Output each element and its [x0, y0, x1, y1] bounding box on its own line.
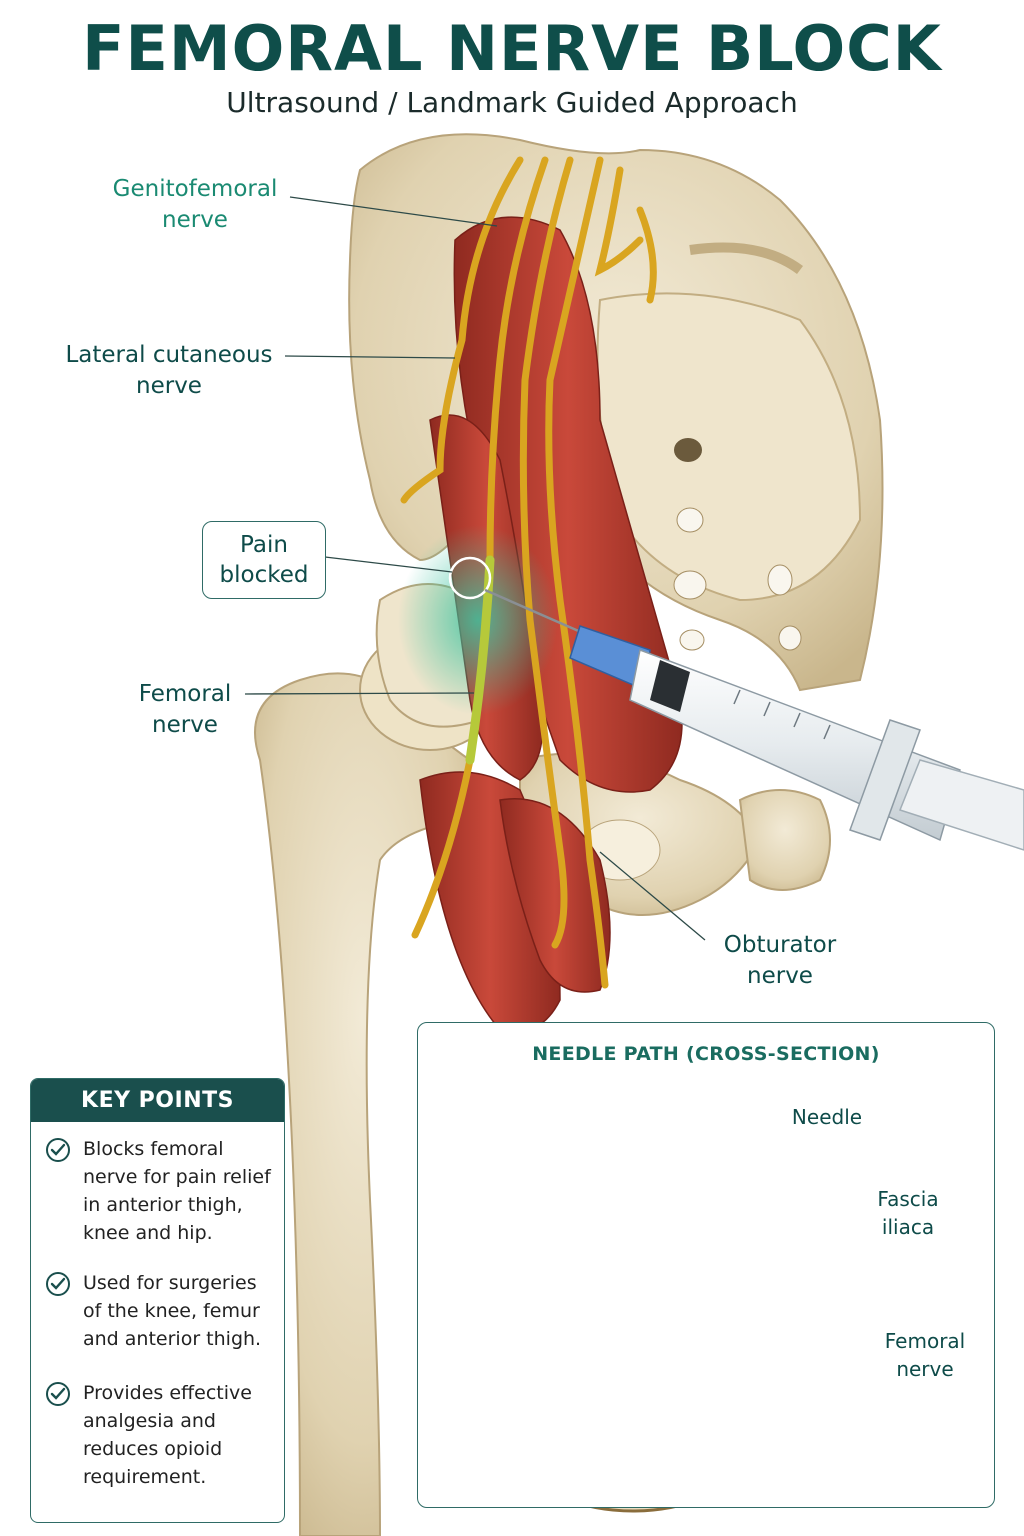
- key-points-panel: KEY POINTS Blocks femoral nerve for pain…: [30, 1078, 285, 1523]
- target-circle: [448, 556, 492, 600]
- label-line: nerve: [152, 712, 218, 738]
- label-line: Lateral cutaneous: [65, 342, 273, 368]
- needle-path-panel: NEEDLE PATH (CROSS-SECTION) Needle Fasci…: [417, 1022, 995, 1508]
- label-line: Femoral: [884, 1329, 966, 1353]
- key-point-text: Used for surgeries of the knee, femur an…: [83, 1272, 262, 1350]
- key-point-item: Provides effective analgesia and reduces…: [45, 1379, 277, 1491]
- page-subtitle: Ultrasound / Landmark Guided Approach: [226, 86, 798, 119]
- needle-path-title: NEEDLE PATH (CROSS-SECTION): [532, 1043, 880, 1065]
- label-line: Fascia: [877, 1187, 939, 1211]
- leader-lines: [244, 196, 706, 941]
- label-femoral-nerve: Femoral nerve: [120, 679, 250, 741]
- key-points-heading: KEY POINTS: [31, 1079, 284, 1122]
- label-lateral-cutaneous-nerve: Lateral cutaneous nerve: [54, 340, 284, 402]
- key-point-text: Provides effective analgesia and reduces…: [83, 1382, 252, 1488]
- page-title: FEMORAL NERVE BLOCK: [82, 12, 942, 85]
- pain-blocked-callout: Pain blocked: [202, 521, 326, 599]
- key-point-text: Blocks femoral nerve for pain relief in …: [83, 1138, 271, 1244]
- label-obturator-nerve: Obturator nerve: [710, 930, 850, 992]
- label-line: nerve: [896, 1357, 954, 1381]
- label-cs-femoral-nerve: Femoral nerve: [870, 1327, 980, 1383]
- label-line: Genitofemoral: [112, 176, 278, 202]
- label-line: nerve: [136, 373, 202, 399]
- label-line: Femoral: [138, 681, 232, 707]
- key-point-item: Blocks femoral nerve for pain relief in …: [45, 1135, 277, 1247]
- label-fascia-iliaca: Fascia iliaca: [858, 1185, 958, 1241]
- check-circle-icon: [46, 1382, 70, 1406]
- anesthetic-spread: [398, 525, 558, 715]
- label-line: iliaca: [881, 1215, 935, 1239]
- label-line: Obturator: [723, 932, 837, 958]
- pubic-symphysis: [738, 789, 831, 891]
- label-line: nerve: [162, 207, 228, 233]
- label-line: nerve: [747, 963, 813, 989]
- label-genitofemoral-nerve: Genitofemoral nerve: [100, 174, 290, 236]
- syringe: [484, 588, 1024, 851]
- key-point-item: Used for surgeries of the knee, femur an…: [45, 1269, 277, 1353]
- check-circle-icon: [46, 1272, 70, 1296]
- check-circle-icon: [46, 1138, 70, 1162]
- label-line: Pain: [240, 532, 288, 558]
- label-needle: Needle: [791, 1105, 863, 1129]
- label-line: blocked: [219, 562, 309, 588]
